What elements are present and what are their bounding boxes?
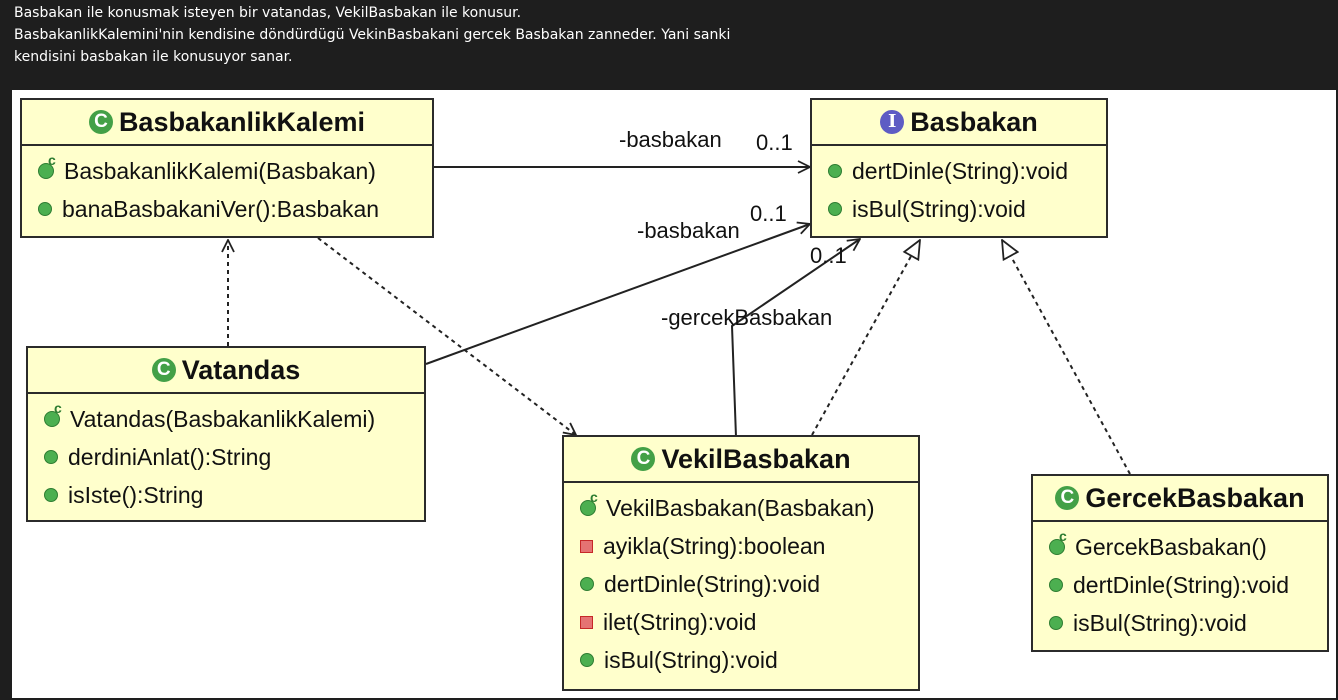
class-icon: C (1055, 486, 1080, 510)
member-label: ilet(String):void (603, 608, 757, 635)
description-line-1: Basbakan ile konusmak isteyen bir vatand… (14, 5, 522, 21)
class-icon: C (88, 110, 113, 134)
class-header: C GercekBasbakan (1033, 476, 1327, 522)
member-row: derdiniAnlat():String (28, 438, 424, 476)
constructor-icon (580, 489, 598, 516)
member-label: isBul(String):void (852, 195, 1026, 222)
class-icon: C (631, 447, 656, 471)
description-panel: Basbakan ile konusmak isteyen bir vatand… (0, 0, 1338, 90)
kalem-role-label: -basbakan (619, 127, 722, 152)
class-icon: C (151, 358, 176, 382)
member-row: ayikla(String):boolean (564, 527, 918, 565)
member-row: dertDinle(String):void (1033, 566, 1327, 604)
realization-vekil-basbakan (811, 240, 920, 436)
member-row: GercekBasbakan() (1033, 528, 1327, 566)
description-line-2: BasbakanlikKalemini'nin kendisine döndür… (14, 27, 731, 43)
class-gercekbasbakan[interactable]: C GercekBasbakan GercekBasbakan() dertDi… (1031, 474, 1329, 652)
member-row: ilet(String):void (564, 603, 918, 641)
member-row: Vatandas(BasbakanlikKalemi) (28, 400, 424, 438)
public-method-icon (38, 202, 52, 216)
class-name: VekilBasbakan (661, 443, 851, 474)
uml-class-diagram: -basbakan 0..1 -basbakan 0..1 -gercekBas… (12, 90, 1336, 698)
vatandas-role-label: -basbakan (637, 218, 740, 243)
private-method-icon (580, 539, 593, 553)
member-label: ayikla(String):boolean (603, 532, 826, 559)
member-label: banaBasbakaniVer():Basbakan (62, 195, 380, 222)
public-method-icon (44, 488, 58, 502)
class-name: Basbakan (910, 106, 1038, 137)
vekil-multiplicity-label: 0..1 (810, 243, 847, 268)
description-line-3: kendisini basbakan ile konusuyor sanar. (14, 49, 293, 65)
public-method-icon (1049, 578, 1063, 592)
member-label: dertDinle(String):void (604, 570, 821, 597)
public-method-icon (580, 653, 594, 667)
interface-basbakan[interactable]: I Basbakan dertDinle(String):void isBul(… (810, 98, 1108, 238)
member-label: Vatandas(BasbakanlikKalemi) (70, 405, 376, 432)
member-row: isBul(String):void (564, 641, 918, 679)
constructor-icon (44, 400, 62, 427)
public-method-icon (828, 164, 842, 178)
class-header: C BasbakanlikKalemi (22, 100, 432, 146)
member-label: dertDinle(String):void (852, 157, 1069, 184)
class-name: GercekBasbakan (1085, 482, 1305, 513)
public-method-icon (580, 577, 594, 591)
class-header: C Vatandas (28, 348, 424, 394)
dependency-kalem-vekil (317, 237, 576, 435)
member-row: banaBasbakaniVer():Basbakan (22, 190, 432, 228)
association-vekil-basbakan (730, 239, 860, 438)
member-label: isIste():String (68, 481, 204, 508)
class-basbakanlikkalemi[interactable]: C BasbakanlikKalemi BasbakanlikKalemi(Ba… (20, 98, 434, 238)
public-method-icon (828, 202, 842, 216)
class-vekilbasbakan[interactable]: C VekilBasbakan VekilBasbakan(Basbakan) … (562, 435, 920, 691)
class-header: I Basbakan (812, 100, 1106, 146)
class-header: C VekilBasbakan (564, 437, 918, 483)
realization-gercek-basbakan (1002, 240, 1131, 475)
member-label: derdiniAnlat():String (68, 443, 272, 470)
kalem-multiplicity-label: 0..1 (756, 130, 793, 155)
member-row: dertDinle(String):void (812, 152, 1106, 190)
member-row: isBul(String):void (812, 190, 1106, 228)
member-label: isBul(String):void (1073, 609, 1247, 636)
public-method-icon (44, 450, 58, 464)
member-row: dertDinle(String):void (564, 565, 918, 603)
association-vatandas-basbakan (425, 224, 810, 365)
member-label: VekilBasbakan(Basbakan) (606, 494, 875, 521)
member-label: BasbakanlikKalemi(Basbakan) (64, 157, 376, 184)
member-label: GercekBasbakan() (1075, 533, 1267, 560)
constructor-icon (38, 152, 56, 179)
member-row: isBul(String):void (1033, 604, 1327, 642)
class-name: BasbakanlikKalemi (118, 106, 366, 137)
member-row: isIste():String (28, 476, 424, 514)
vatandas-multiplicity-label: 0..1 (750, 201, 787, 226)
member-label: dertDinle(String):void (1073, 571, 1290, 598)
class-name: Vatandas (181, 354, 301, 385)
member-label: isBul(String):void (604, 646, 778, 673)
class-vatandas[interactable]: C Vatandas Vatandas(BasbakanlikKalemi) d… (26, 346, 426, 522)
private-method-icon (580, 615, 593, 629)
vekil-role-label: -gercekBasbakan (661, 305, 833, 330)
member-row: BasbakanlikKalemi(Basbakan) (22, 152, 432, 190)
constructor-icon (1049, 528, 1067, 555)
relationship-edges (12, 90, 1131, 475)
member-row: VekilBasbakan(Basbakan) (564, 489, 918, 527)
public-method-icon (1049, 616, 1063, 630)
interface-icon: I (880, 110, 905, 134)
